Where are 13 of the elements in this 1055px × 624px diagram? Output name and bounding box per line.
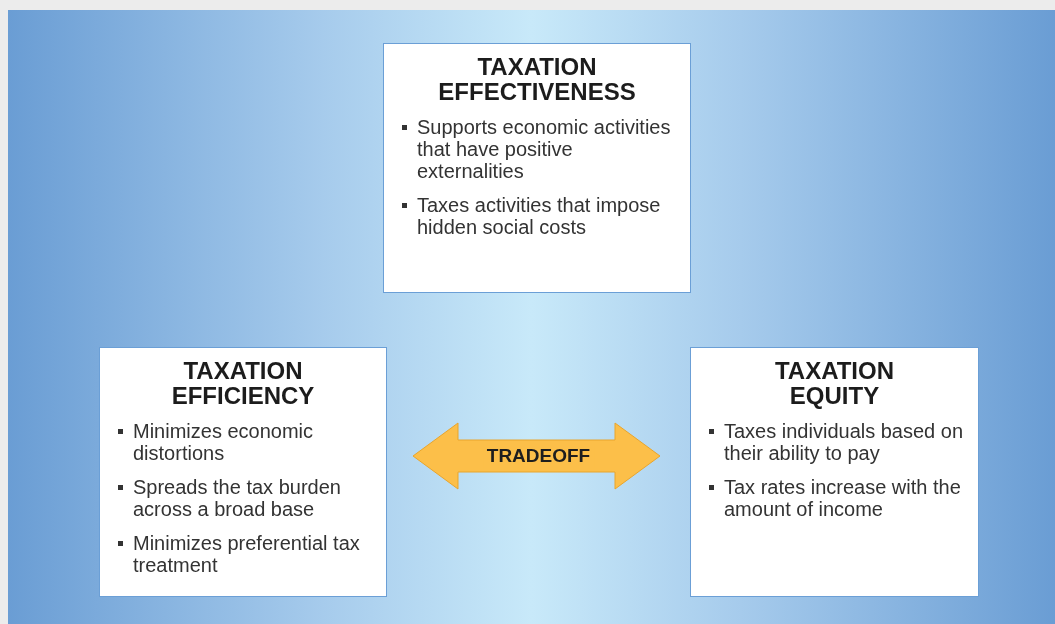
bullet-text: Minimizes economic distortions xyxy=(133,420,315,464)
bullet-text: Tax rates increase with the amount of income xyxy=(724,476,962,520)
bullet-text: Taxes individuals based on their ability to pay xyxy=(724,420,964,464)
text-box xyxy=(690,347,979,597)
box-heading: TAXATION EFFICIENCY xyxy=(170,358,316,408)
bullet-text: Spreads the tax burden across a broad base xyxy=(133,476,342,520)
box-heading: TAXATION EFFECTIVENESS xyxy=(437,54,637,104)
box-heading: TAXATION EQUITY xyxy=(773,358,896,408)
bullet-text: Taxes activities that impose hidden social costs xyxy=(417,194,662,238)
text-box xyxy=(383,43,691,293)
bullet-text: Supports economic activities that have positive externalities xyxy=(417,116,672,182)
text-box xyxy=(99,347,387,597)
bullet-text: Minimizes preferential tax treatment xyxy=(133,532,361,576)
